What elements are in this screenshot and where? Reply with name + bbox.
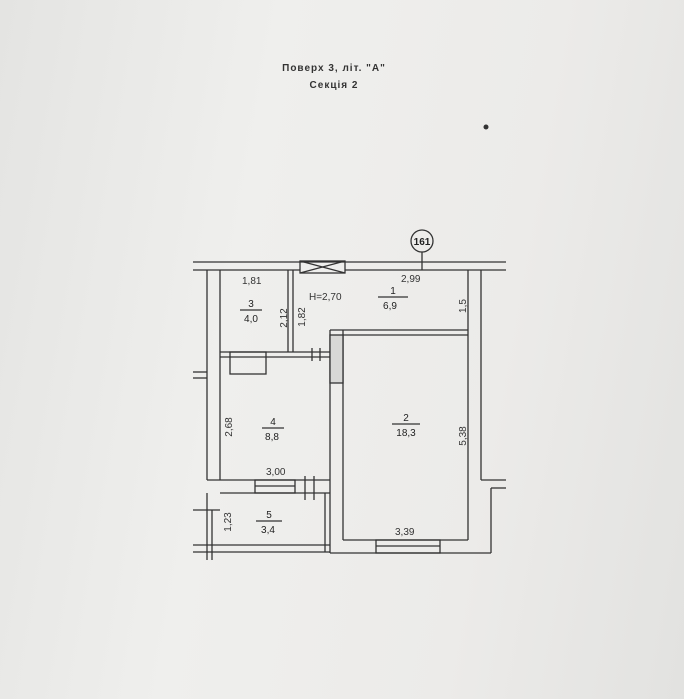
- apartment-number: 161: [414, 237, 431, 248]
- dim-corridor-height: 1,82: [297, 307, 308, 327]
- vent-cross-2: [299, 260, 346, 274]
- dim-room5-height: 1,23: [223, 512, 234, 532]
- dim-room3-height: 2,12: [279, 308, 290, 328]
- room5-area: 3,4: [261, 525, 275, 536]
- room3-area: 4,0: [244, 314, 258, 325]
- room1-area: 6,9: [383, 301, 397, 312]
- ink-speck: [483, 124, 489, 130]
- dim-room2-height: 5,38: [458, 426, 469, 446]
- room2-area: 18,3: [396, 428, 416, 439]
- vent-box: [299, 260, 346, 274]
- dim-top-right-width: 2,99: [401, 274, 421, 285]
- room4-number: 4: [270, 417, 276, 428]
- room3-number: 3: [248, 299, 254, 310]
- pillar: [329, 334, 344, 384]
- dim-top-left-width: 1,81: [242, 276, 262, 287]
- dim-room4-height: 2,68: [224, 417, 235, 437]
- floor-title: Поверх 3, літ. "А": [282, 63, 386, 74]
- room5-number: 5: [266, 510, 272, 521]
- room1-number: 1: [390, 286, 396, 297]
- room2-number: 2: [403, 413, 409, 424]
- section-title: Секція 2: [309, 80, 359, 91]
- dim-corridor-depth: 1,5: [458, 299, 469, 313]
- dim-room2-width: 3,39: [395, 527, 415, 538]
- dim-room4-width: 3,00: [266, 467, 286, 478]
- door-box: [229, 351, 267, 375]
- ceiling-height: H=2,70: [309, 292, 342, 303]
- room4-area: 8,8: [265, 432, 279, 443]
